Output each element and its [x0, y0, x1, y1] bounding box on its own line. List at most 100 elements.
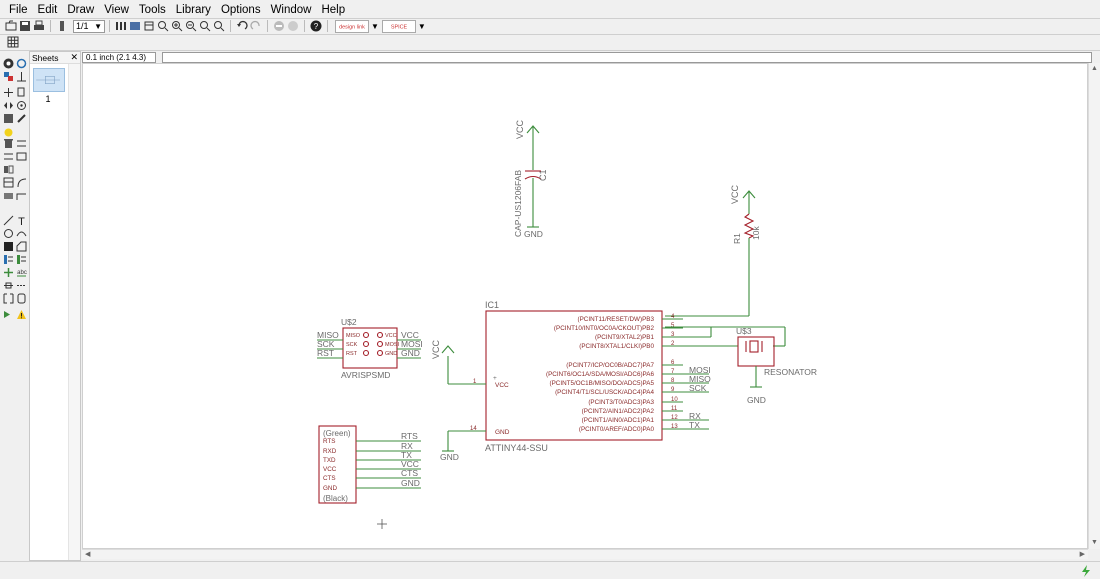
stop-icon[interactable]	[273, 20, 285, 32]
grid-icon[interactable]	[7, 36, 19, 48]
u2-left-net-label: RST	[317, 348, 334, 358]
horizontal-scrollbar[interactable]: ◀ ▶	[82, 549, 1088, 559]
go-icon[interactable]	[287, 20, 299, 32]
cam-icon[interactable]	[115, 20, 127, 32]
design-link-button[interactable]: design link	[335, 19, 369, 33]
part-r1[interactable]: VCC R1 10k	[665, 184, 761, 317]
undo-icon[interactable]	[236, 20, 248, 32]
net-icon[interactable]	[16, 254, 27, 265]
print-icon[interactable]	[33, 20, 45, 32]
command-line-input[interactable]	[162, 51, 1092, 63]
text-icon[interactable]: T	[16, 215, 27, 226]
zoom-out-icon[interactable]	[185, 20, 197, 32]
sheet-thumbnail[interactable]	[33, 68, 65, 92]
mirror-icon[interactable]	[3, 100, 14, 111]
erc-warning-icon[interactable]	[16, 309, 27, 320]
open-icon[interactable]	[5, 20, 17, 32]
menu-edit[interactable]: Edit	[37, 4, 58, 16]
sheet-selector[interactable]: 1/1 ▼	[73, 19, 105, 33]
spice-button[interactable]: SPICE	[381, 19, 416, 33]
menu-library[interactable]: Library	[175, 4, 211, 16]
circle-icon[interactable]	[3, 228, 14, 239]
menu-window[interactable]: Window	[270, 4, 312, 16]
dimension-icon[interactable]	[16, 280, 27, 291]
help-icon[interactable]: ?	[310, 20, 322, 32]
menu-options[interactable]: Options	[220, 4, 261, 16]
sheet-selector-value: 1/1	[76, 21, 89, 31]
zoom-in-icon[interactable]	[171, 20, 183, 32]
menu-view[interactable]: View	[104, 4, 129, 16]
ulp-icon[interactable]	[143, 20, 155, 32]
menu-file[interactable]: File	[9, 4, 28, 16]
wire-icon[interactable]	[3, 215, 14, 226]
menu-tools[interactable]: Tools	[138, 4, 166, 16]
scroll-up-icon[interactable]: ▲	[1091, 65, 1098, 72]
delete-icon[interactable]	[3, 138, 14, 149]
rotate-icon[interactable]	[16, 100, 27, 111]
mark-icon[interactable]	[16, 71, 27, 82]
ftdi-pin-label: RTS	[323, 438, 335, 445]
scroll-down-icon[interactable]: ▼	[1091, 539, 1098, 546]
scroll-right-icon[interactable]: ▶	[1079, 551, 1085, 558]
part-u3[interactable]: U$3 RESONATOR GND	[665, 326, 817, 405]
part-ftdi-header[interactable]: (Green) (Black) RTSRTSRXDRXTXDTXVCCVCCCT…	[318, 425, 421, 504]
schematic-canvas[interactable]: VCC C1 CAP-US1206FAB GND VCC R1 10k	[82, 63, 1088, 549]
sheets-title: Sheets	[32, 52, 59, 63]
display-icon[interactable]	[3, 71, 14, 82]
sheets-panel: Sheets ✕ 1	[29, 51, 81, 561]
copy-icon[interactable]	[16, 87, 27, 98]
junction-icon[interactable]	[3, 267, 14, 278]
part-c1[interactable]: VCC C1 CAP-US1206FAB GND	[513, 119, 548, 239]
chevron-down-icon[interactable]: ▼	[371, 21, 379, 31]
chevron-down-icon: ▼	[94, 21, 102, 31]
ic1-net-label: MISO	[689, 374, 711, 384]
menu-help[interactable]: Help	[321, 4, 346, 16]
redo-icon[interactable]	[250, 20, 262, 32]
ic1-pin-label: (PCINT2/AIN1/ADC2)PA2	[582, 408, 655, 415]
info-icon[interactable]	[3, 58, 14, 69]
smash-icon[interactable]	[3, 190, 14, 201]
close-icon[interactable]: ✕	[70, 52, 78, 62]
paste-icon[interactable]	[3, 127, 14, 138]
polygon-icon[interactable]	[16, 241, 27, 252]
replace-icon[interactable]	[3, 164, 14, 175]
add-icon[interactable]	[16, 138, 27, 149]
lightning-icon[interactable]	[1080, 565, 1092, 577]
ic1-pin-number: 14	[470, 426, 477, 432]
zoom-fit-icon[interactable]	[157, 20, 169, 32]
part-ic1[interactable]: IC1 ATTINY44-SSU VCC 1 + VCC GND 14 GND …	[431, 300, 711, 462]
attribute-icon[interactable]	[3, 280, 14, 291]
board-icon[interactable]	[129, 20, 141, 32]
chevron-down-icon[interactable]: ▼	[417, 21, 426, 31]
ic1-pin-number: 2	[671, 341, 675, 347]
ic1-pin-number: 1	[473, 379, 477, 385]
pinswap-icon[interactable]	[3, 151, 14, 162]
redraw-icon[interactable]	[213, 20, 225, 32]
run-icon[interactable]	[3, 309, 14, 320]
sheets-scrollbar[interactable]	[68, 64, 80, 560]
rect-icon[interactable]	[3, 241, 14, 252]
r1-value: 10k	[751, 226, 761, 240]
change-icon[interactable]	[16, 113, 27, 124]
frame-icon[interactable]	[3, 293, 14, 304]
bus-icon[interactable]	[3, 254, 14, 265]
label-icon[interactable]: abc	[16, 267, 27, 278]
vertical-scrollbar[interactable]: ▲ ▼	[1088, 63, 1100, 549]
c1-vcc-symbol	[526, 125, 540, 134]
ic1-net-label: TX	[689, 420, 700, 430]
modify-icon[interactable]	[16, 293, 27, 304]
ic1-pin-number: 5	[671, 323, 675, 329]
group-icon[interactable]	[3, 113, 14, 124]
move-icon[interactable]	[3, 87, 14, 98]
arc-icon[interactable]	[16, 228, 27, 239]
scroll-left-icon[interactable]: ◀	[85, 551, 91, 558]
value-icon[interactable]	[16, 177, 27, 188]
show-icon[interactable]	[16, 58, 27, 69]
name-icon[interactable]	[3, 177, 14, 188]
gateswap-icon[interactable]	[16, 151, 27, 162]
menu-draw[interactable]: Draw	[67, 4, 95, 16]
split-icon[interactable]	[16, 190, 27, 201]
save-icon[interactable]	[19, 20, 31, 32]
zoom-select-icon[interactable]	[199, 20, 211, 32]
